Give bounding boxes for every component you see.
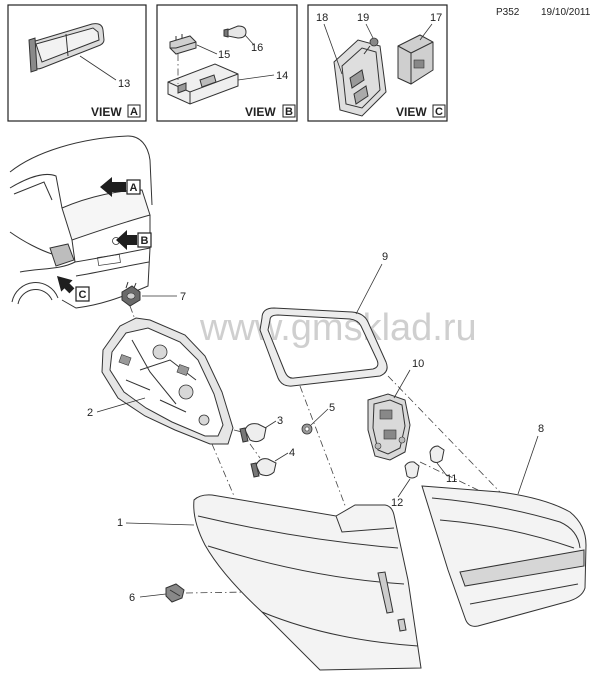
part-2-lamp-housing	[101, 317, 234, 445]
view-a-panel: 13 VIEW A	[7, 4, 147, 122]
callout-19: 19	[357, 12, 369, 24]
part-1-tail-lamp-assembly	[193, 494, 422, 671]
view-c-word: VIEW	[396, 105, 427, 119]
part-19-bolt	[363, 37, 379, 55]
part-12-bulb	[404, 461, 420, 479]
callout-16: 16	[251, 42, 263, 54]
callout-2: 2	[87, 407, 93, 419]
view-a-frame	[7, 4, 147, 122]
part-17-control-module	[397, 34, 434, 85]
callout-12: 12	[391, 497, 403, 509]
view-a-letter: A	[130, 106, 138, 118]
callout-9: 9	[382, 251, 388, 263]
callout-17: 17	[430, 12, 442, 24]
part-11-bulb	[429, 445, 445, 463]
diagram-code: P352	[496, 7, 520, 18]
part-13-high-mount-stop-lamp	[28, 23, 105, 73]
view-c-letter-box	[432, 104, 446, 118]
callout-1: 1	[117, 517, 123, 529]
view-b-letter: B	[285, 106, 293, 118]
callout-5: 5	[329, 402, 335, 414]
view-c-letter: C	[435, 106, 443, 118]
view-b-frame	[156, 4, 298, 122]
callout-13: 13	[118, 78, 130, 90]
callout-18: 18	[316, 12, 328, 24]
part-7-bulb-socket	[121, 281, 141, 307]
view-b-arrow: B	[116, 230, 152, 250]
part-3-bulb	[239, 423, 267, 443]
view-c-panel: 18 19 17 VIEW C	[307, 4, 448, 122]
view-c-arrow: C	[57, 276, 90, 302]
part-16-bulb	[223, 25, 247, 39]
part-10-bulb-holder	[367, 393, 411, 461]
view-c-arrow-letter: C	[79, 289, 87, 301]
view-a-arrow: A	[100, 177, 141, 197]
view-b-arrow-letter: B	[141, 235, 149, 247]
view-b-word: VIEW	[245, 105, 276, 119]
callout-3: 3	[277, 415, 283, 427]
callout-10: 10	[412, 358, 424, 370]
diagram-date: 19/10/2011	[541, 7, 591, 18]
view-a-letter-box	[127, 104, 141, 118]
view-b-letter-box	[282, 104, 296, 118]
part-8-inner-tail-lamp	[421, 485, 587, 627]
part-6-screw	[165, 583, 185, 603]
callout-6: 6	[129, 592, 135, 604]
callout-8: 8	[538, 423, 544, 435]
callout-4: 4	[289, 447, 295, 459]
vehicle-rear-outline	[9, 135, 153, 309]
part-5-nut	[301, 423, 313, 435]
part-4-bulb	[250, 458, 277, 478]
callout-7: 7	[180, 291, 186, 303]
view-a-arrow-letter: A	[130, 182, 138, 194]
part-9-gasket	[259, 307, 388, 387]
part-14-lamp-housing-tray	[167, 63, 239, 105]
view-b-panel: 15 16 14 VIEW B	[156, 4, 298, 122]
view-a-word: VIEW	[91, 105, 122, 119]
callout-15: 15	[218, 49, 230, 61]
callout-11: 11	[446, 473, 457, 485]
part-15-connector	[169, 34, 197, 55]
part-18-bracket	[333, 39, 387, 117]
callout-14: 14	[276, 70, 288, 82]
